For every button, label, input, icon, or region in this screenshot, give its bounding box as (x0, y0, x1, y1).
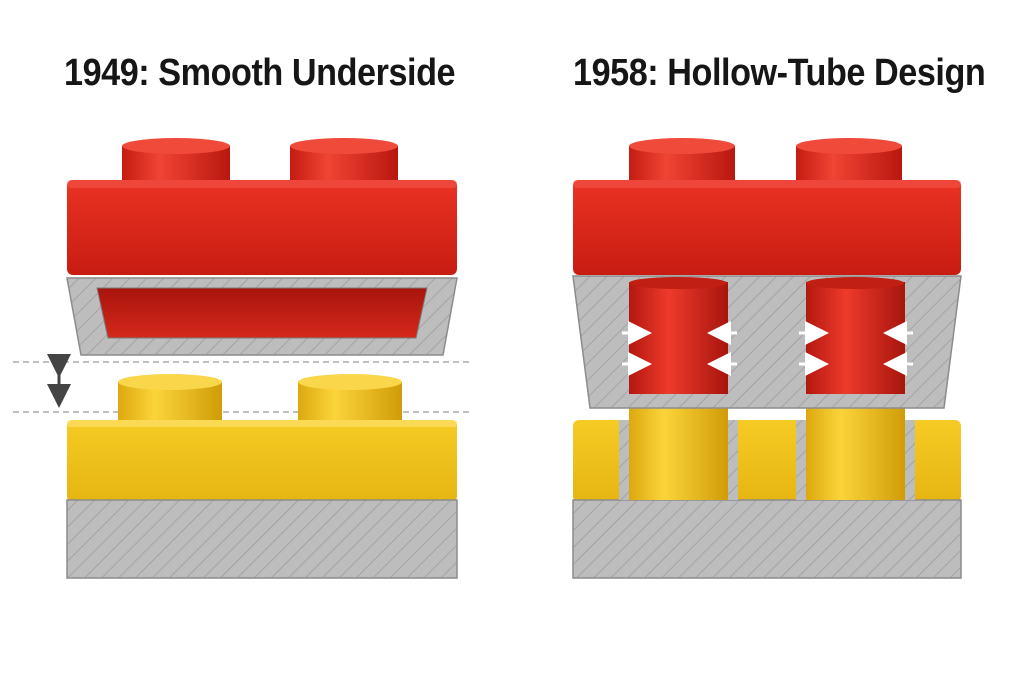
brick-1958-red (572, 138, 962, 409)
brick-1958-yellow (572, 388, 962, 579)
red-brick-body-right (573, 180, 961, 275)
hollow-tube-right (806, 277, 905, 394)
wall-gap-mid-left (728, 420, 738, 500)
wall-gap-mid-right (796, 420, 806, 500)
brick-1949-red (66, 138, 458, 356)
yellow-stud-left (118, 374, 222, 422)
yellow-brick-cross-section-right (572, 499, 962, 579)
wall-gap-left (619, 420, 629, 500)
red-brick-body (67, 180, 457, 275)
clutch-force-arrows (622, 321, 913, 376)
yellow-brick-body (67, 420, 457, 502)
title-1949: 1949: Smooth Underside (64, 52, 456, 94)
title-1958: 1958: Hollow-Tube Design (573, 52, 986, 94)
hollow-tube-left (629, 277, 728, 394)
smooth-underside-cavity (96, 287, 428, 339)
yellow-stud-right (298, 374, 402, 422)
yellow-brick-cross-section (66, 499, 458, 579)
brick-1949-yellow (66, 374, 458, 579)
wall-gap-right (905, 420, 915, 500)
